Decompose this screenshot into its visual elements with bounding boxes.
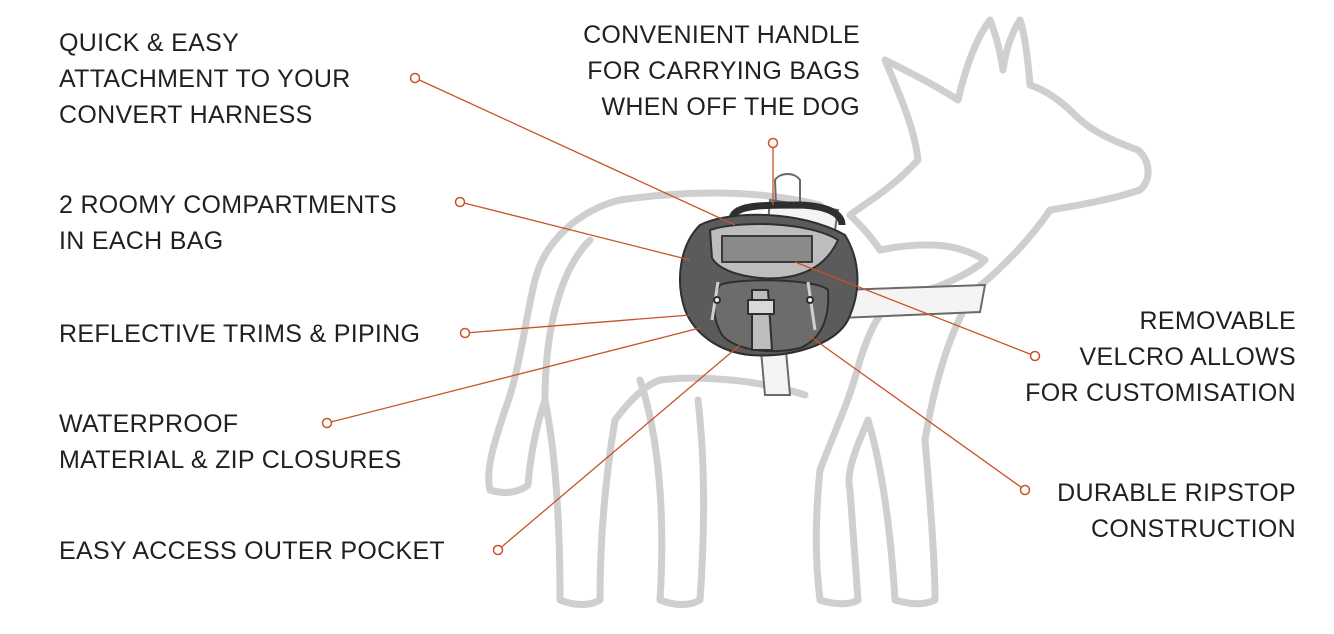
feature-velcro-label: REMOVABLE VELCRO ALLOWS FOR CUSTOMISATIO… xyxy=(1025,303,1296,411)
leader-line-attachment xyxy=(414,77,736,226)
leader-dot-icon xyxy=(1019,484,1031,496)
leader-dot-icon xyxy=(459,327,471,339)
leader-line-ripstop xyxy=(807,334,1026,491)
dog-outline-illustration xyxy=(485,16,1152,608)
leader-line-pocket xyxy=(497,344,741,551)
leader-dot-icon xyxy=(767,137,779,149)
feature-waterproof-label: WATERPROOF MATERIAL & ZIP CLOSURES xyxy=(59,406,402,478)
feature-handle-line-3: WHEN OFF THE DOG xyxy=(601,93,860,121)
feature-handle-line-1: CONVENIENT HANDLE xyxy=(583,21,860,49)
feature-pocket-label: EASY ACCESS OUTER POCKET xyxy=(59,533,445,569)
feature-handle-line-2: FOR CARRYING BAGS xyxy=(587,57,860,85)
feature-attachment-line-2: ATTACHMENT TO YOUR xyxy=(59,65,351,93)
feature-pocket-line-1: EASY ACCESS OUTER POCKET xyxy=(59,537,446,565)
feature-compartments-label: 2 ROOMY COMPARTMENTS IN EACH BAG xyxy=(59,187,397,259)
feature-ripstop-line-1: DURABLE RIPSTOP xyxy=(1057,479,1296,507)
leader-dot-icon xyxy=(409,72,421,84)
leader-line-waterproof xyxy=(326,327,701,424)
leader-dot-icon xyxy=(321,417,333,429)
feature-reflective-line-1: REFLECTIVE TRIMS & PIPING xyxy=(59,320,421,348)
feature-ripstop-line-2: CONSTRUCTION xyxy=(1091,515,1296,543)
leader-dots xyxy=(321,72,1041,556)
feature-attachment-label: QUICK & EASY ATTACHMENT TO YOUR CONVERT … xyxy=(59,25,351,133)
feature-reflective-label: REFLECTIVE TRIMS & PIPING xyxy=(59,316,420,352)
leader-lines xyxy=(326,77,1036,551)
feature-waterproof-line-1: WATERPROOF xyxy=(59,410,239,438)
feature-attachment-line-3: CONVERT HARNESS xyxy=(59,101,313,129)
feature-ripstop-label: DURABLE RIPSTOP CONSTRUCTION xyxy=(1057,475,1296,547)
leader-line-reflective xyxy=(464,314,691,334)
leader-dot-icon xyxy=(1029,350,1041,362)
feature-compartments-line-1: 2 ROOMY COMPARTMENTS xyxy=(59,191,397,219)
leader-line-velcro xyxy=(794,261,1036,357)
feature-velcro-line-1: REMOVABLE xyxy=(1139,307,1296,335)
feature-velcro-line-2: VELCRO ALLOWS xyxy=(1079,343,1296,371)
feature-velcro-line-3: FOR CUSTOMISATION xyxy=(1025,379,1296,407)
leader-dot-icon xyxy=(492,544,504,556)
feature-waterproof-line-2: MATERIAL & ZIP CLOSURES xyxy=(59,446,402,474)
feature-handle-label: CONVENIENT HANDLE FOR CARRYING BAGS WHEN… xyxy=(583,17,860,125)
feature-compartments-line-2: IN EACH BAG xyxy=(59,227,224,255)
saddle-bag-illustration xyxy=(679,201,859,357)
leader-line-compartments xyxy=(459,201,691,261)
feature-attachment-line-1: QUICK & EASY xyxy=(59,29,240,57)
leader-dot-icon xyxy=(454,196,466,208)
